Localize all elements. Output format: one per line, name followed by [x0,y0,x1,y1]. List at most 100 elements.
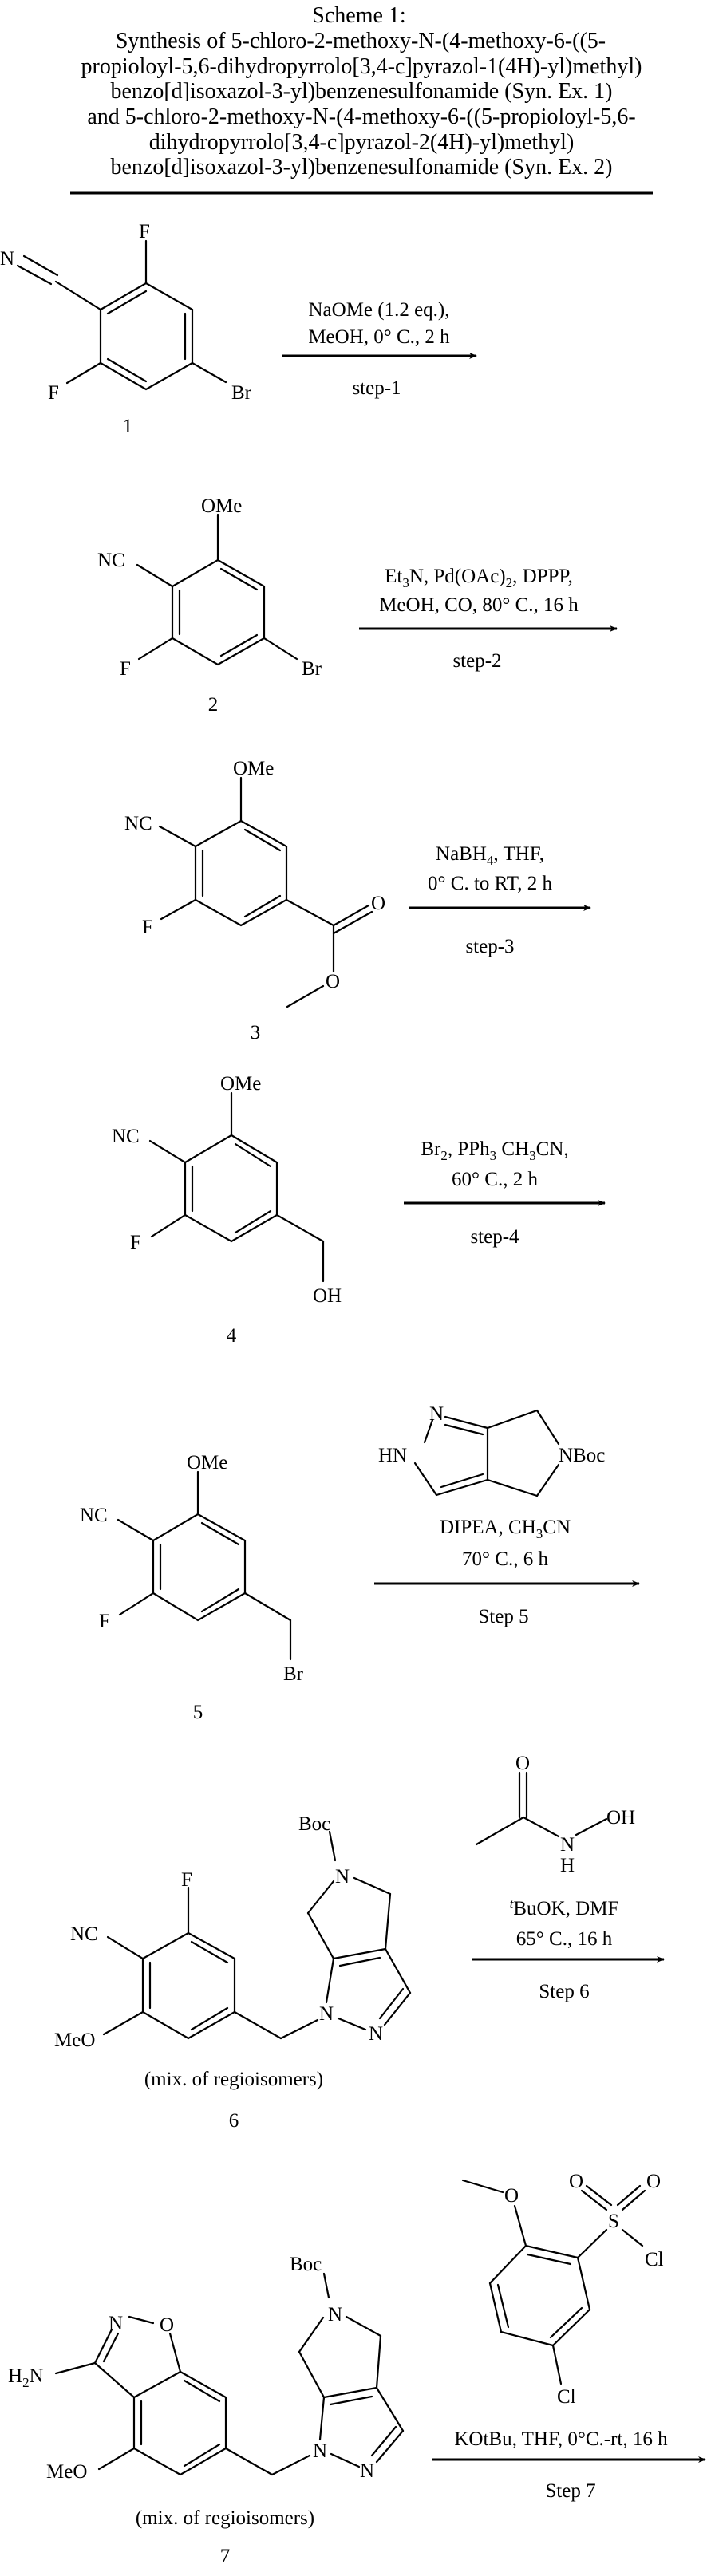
reagent-line: MeOH, 0° C., 2 h [308,326,450,348]
reagent-line: MeOH, CO, 80° C., 16 h [379,594,579,616]
compound-number: 6 [229,2110,239,2132]
atom-s: S [608,2211,619,2232]
regioisomer-note: (mix. of regioisomers) [144,2069,323,2090]
pyrrolopyrazole-bonds [413,1409,560,1497]
title-line-6: dihydropyrrolo[3,4-c]pyrazol-2(4H)-yl)me… [149,130,575,155]
step-label: Step 5 [478,1606,528,1627]
compound-number: 5 [193,1702,203,1723]
atom-br: Br [283,1663,304,1685]
atom-o: O [371,893,385,914]
title-line-3: propioloyl-5,6-dihydropyrrolo[3,4-c]pyra… [81,54,642,79]
reagent-line: tBuOK, DMF [510,1896,619,1919]
reagent-line: DIPEA, CH3CN [440,1517,571,1541]
reagent-line: 60° C., 2 h [452,1169,538,1190]
atom-n: N [328,2304,342,2326]
title-line-7: benzo[d]isoxazol-3-yl)benzenesulfonamide… [110,155,612,179]
atom-oh: OH [606,1807,635,1828]
sulfonyl-chloride-bonds [461,2179,646,2385]
atom-o: O [646,2171,661,2192]
atom-o: O [160,2314,174,2336]
step-label: step-2 [452,650,501,672]
atom-n: N [360,2460,374,2482]
step-6-conditions: tBuOK, DMF 65° C., 16 h Step 6 [472,1896,665,2002]
reagent-line: 65° C., 16 h [516,1928,613,1950]
reagent-line: Et3N, Pd(OAc)2, DPPP, [385,566,573,590]
step-2-conditions: Et3N, Pd(OAc)2, DPPP, MeOH, CO, 80° C., … [359,566,618,672]
regioisomer-note: (mix. of regioisomers) [136,2507,314,2529]
reagent-line: NaOMe (1.2 eq.), [308,299,449,321]
atom-f: F [130,1232,141,1253]
atom-f: F [181,1869,192,1891]
reagent-line: 70° C., 6 h [462,1548,548,1570]
reagent-line: KOtBu, THF, 0°C.-rt, 16 h [454,2428,668,2450]
atom-boc: Boc [290,2254,322,2275]
compound-5: OMe NC F Br 5 [80,1452,304,1723]
title-line-5: and 5-chloro-2-methoxy-N-(4-methoxy-6-((… [87,105,635,129]
compound-4: OMe NC F OH 4 [112,1073,342,1347]
atom-cl: Cl [645,2249,664,2270]
atom-nh: HN [378,1445,407,1466]
compound-7: N O H2N MeO Boc N N N (mix. of regioisom… [8,2254,405,2567]
atom-n: N [109,2313,123,2334]
atom-n: N [313,2440,327,2462]
scheme-title: Scheme 1: Synthesis of 5-chloro-2-methox… [81,3,642,179]
atom-meo: MeO [46,2461,87,2483]
atom-n: N [319,2003,334,2025]
atom-n: N [0,248,14,270]
atom-oh: OH [313,1285,342,1307]
reagent-boc-pyrrolopyrazole: N HN NBoc [378,1403,605,1497]
atom-nboc: NBoc [559,1445,605,1466]
compound-3: OMe NC F O O 3 [124,758,385,1043]
atom-nc: NC [70,1923,98,1945]
atom-nc: NC [124,813,152,834]
compound-2: OMe NC F Br 2 [97,495,322,716]
step-3-conditions: NaBH4, THF, 0° C. to RT, 2 h step-3 [409,843,591,957]
atom-f: F [48,382,59,404]
atom-meo: MeO [54,2030,95,2051]
atom-nc: NC [97,550,125,571]
step-label: step-3 [465,936,514,957]
atom-ome: OMe [201,495,242,517]
step-1-conditions: NaOMe (1.2 eq.), MeOH, 0° C., 2 h step-1 [282,299,477,399]
step-4-conditions: Br2, PPh3 CH3CN, 60° C., 2 h step-4 [404,1138,606,1248]
atom-n: N [560,1834,575,1856]
atom-h: H [560,1855,575,1876]
atom-f: F [139,221,150,243]
atom-n: N [335,1866,350,1888]
atom-nc: NC [80,1505,108,1526]
benzene-ring [16,239,227,391]
atom-ome: OMe [220,1073,261,1095]
compound-number: 1 [123,416,133,437]
atom-f: F [142,917,153,938]
atom-br: Br [302,658,322,680]
reagent-acetohydroxamic-acid: O N H OH [475,1753,635,1876]
step-5-conditions: DIPEA, CH3CN 70° C., 6 h Step 5 [374,1517,640,1627]
compound-number: 7 [220,2546,231,2567]
compound-6-bonds [102,1830,412,2040]
atom-o: O [504,2185,519,2207]
compound-1: F N F Br 1 [0,221,252,437]
step-label: Step 7 [545,2480,595,2502]
compound-7-bonds [54,2272,405,2476]
atom-nh2: H2N [8,2365,44,2390]
step-label: Step 6 [539,1981,589,2002]
atom-nc: NC [112,1126,140,1147]
benzene-ring [136,513,298,666]
compound-number: 4 [227,1325,237,1347]
atom-n: N [369,2023,383,2045]
title-line-1: Scheme 1: [312,3,405,28]
title-line-4: benzo[d]isoxazol-3-yl)benzenesulfonamide… [110,79,612,104]
atom-f: F [120,658,131,680]
benzene-ring [148,1091,325,1283]
acetohydroxamic-bonds [475,1771,608,1846]
atom-ome: OMe [233,758,274,779]
atom-br: Br [231,382,252,404]
atom-n: N [429,1403,444,1425]
atom-o: O [515,1753,530,1774]
atom-o: O [326,971,340,992]
reagent-line: NaBH4, THF, [436,843,544,868]
step-label: step-1 [352,377,401,399]
benzene-ring [158,776,373,1008]
